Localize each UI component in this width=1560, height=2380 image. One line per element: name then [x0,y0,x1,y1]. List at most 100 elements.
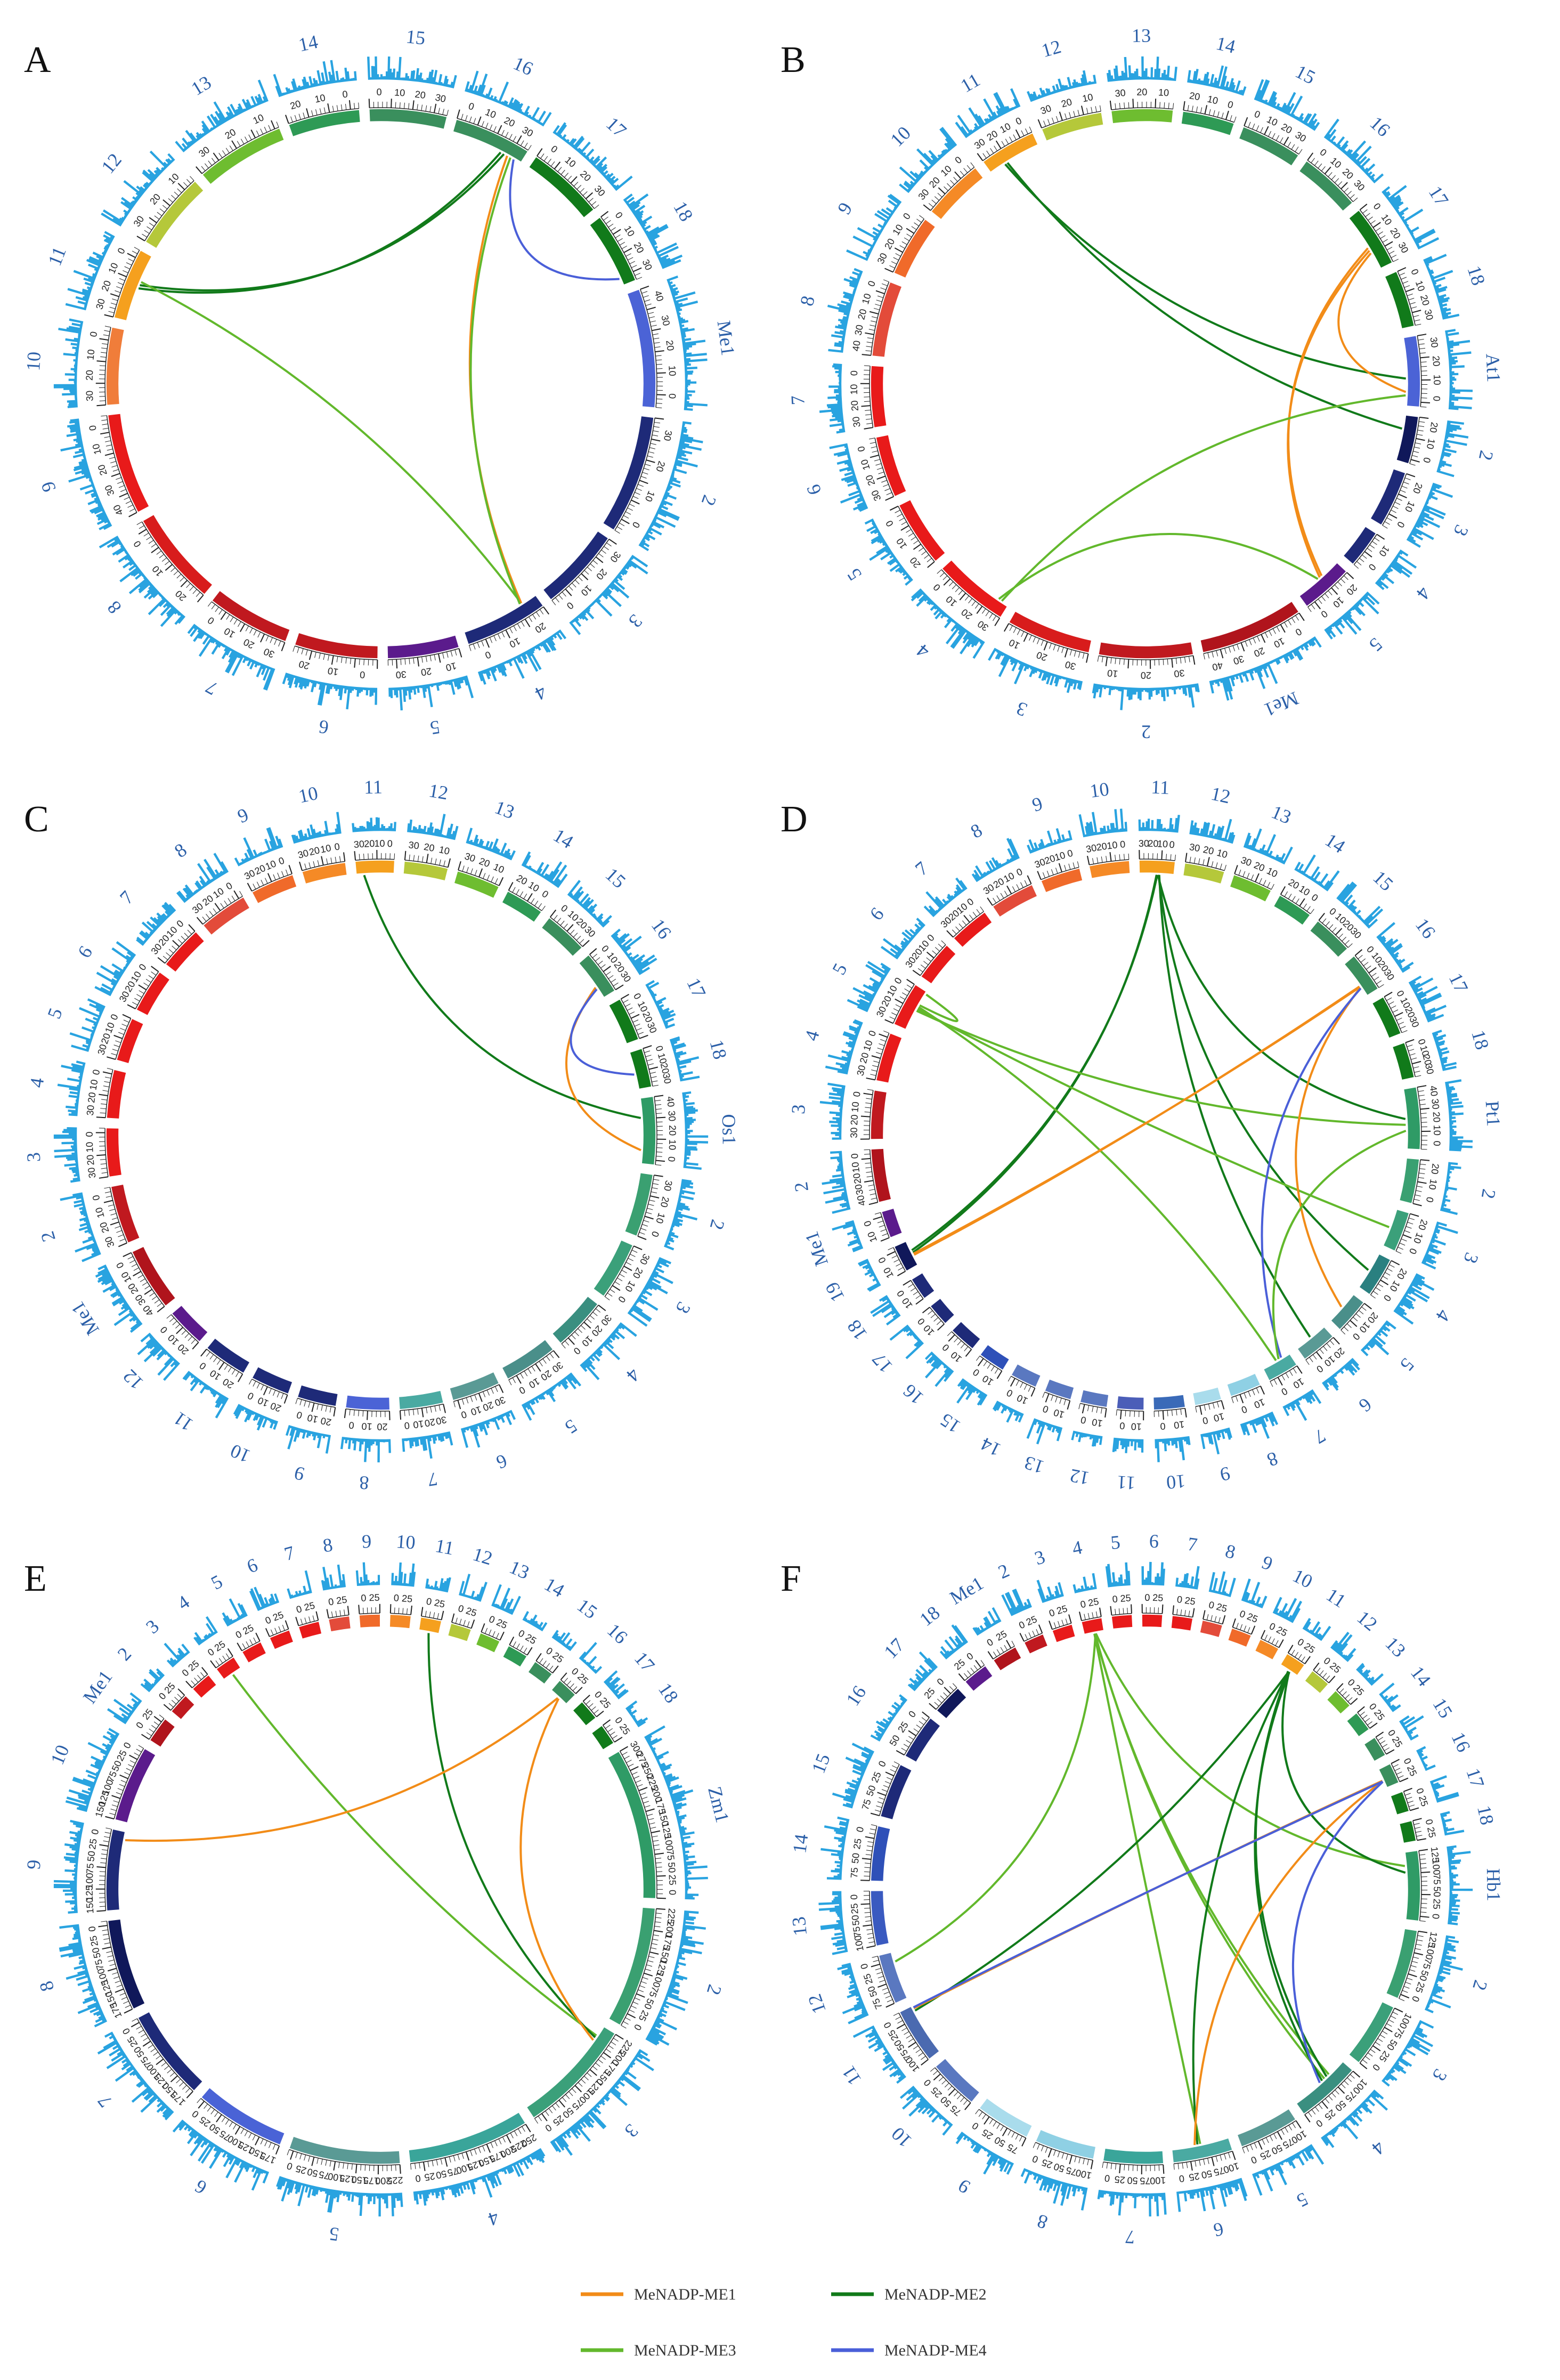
tick-mark [277,1391,280,1398]
tick-mark [883,1030,889,1034]
tick-mark [654,1930,663,1933]
tick-mark [1245,641,1248,647]
tick-label: 200 [375,2175,391,2186]
tick-mark [1239,1394,1244,1404]
tick-mark [654,1849,660,1851]
tick-mark [1087,2159,1089,2165]
tick-label: 20 [985,128,1000,143]
scale-axis [1261,1638,1279,1648]
tick-mark [188,924,196,932]
tick-mark [274,639,277,645]
tick-mark [603,216,608,221]
tick-mark [1090,2160,1094,2169]
tick-label: 125 [339,2173,356,2185]
tick-mark [1409,1053,1416,1056]
tick-mark [542,1661,547,1666]
tick-mark [642,472,648,475]
tick-mark [557,167,562,172]
tick-mark [240,139,245,144]
tick-mark [613,982,619,986]
tick-mark [527,893,533,902]
density-track [95,1264,143,1333]
tick-mark [1307,606,1312,612]
tick-mark [1407,1045,1413,1047]
density-track [94,941,136,997]
tick-mark [654,342,660,344]
tick-mark [952,584,957,589]
tick-mark [396,659,398,669]
tick-mark [340,104,343,111]
tick-mark [1413,1199,1420,1201]
tick-label: 30 [132,214,147,229]
tick-label: 10 [1007,637,1021,651]
tick-mark [974,603,979,609]
tick-mark [638,484,644,487]
scale-axis [1304,2070,1354,2115]
chromosome-label: 16 [510,52,536,79]
chromosome-label: 3 [1428,2066,1451,2085]
chromosome-label: 7 [1311,1425,1330,1448]
tick-mark [1230,115,1232,122]
tick-label: 25 [1390,1735,1404,1749]
tick-label: 20 [223,127,238,141]
tick-mark [111,473,120,477]
tick-label: 50 [666,1862,677,1873]
tick-mark [1270,1381,1273,1387]
chromosome-band [143,515,212,594]
tick-mark [652,328,661,331]
tick-mark [249,1639,253,1645]
tick-mark [1404,285,1410,288]
chromosome-band [980,2098,1032,2137]
tick-mark [149,217,157,223]
tick-mark [944,186,948,191]
tick-mark [1409,463,1416,466]
tick-mark [1394,1011,1403,1017]
tick-mark [1339,1688,1344,1693]
tick-mark [116,286,122,289]
tick-mark [290,2150,294,2160]
density-track [273,60,357,98]
tick-label: 25 [1184,1595,1196,1607]
tick-mark [1412,1818,1422,1822]
tick-mark [301,648,304,654]
tick-mark [567,1337,575,1345]
tick-mark [1189,856,1191,863]
tick-mark [412,100,415,110]
tick-mark [1413,451,1419,453]
tick-mark [1418,1849,1428,1851]
tick-mark [417,104,418,110]
tick-mark [115,1988,124,1993]
density-track [1027,828,1072,854]
chromosome-label: Me1 [79,1666,117,1707]
chromosome-label: 5 [1365,634,1386,656]
tick-label: 0 [137,962,149,973]
tick-mark [591,1706,596,1711]
tick-mark [143,982,149,986]
tick-mark [866,1098,872,1099]
chromosome-band [936,2059,979,2102]
tick-label: 10 [222,626,237,640]
tick-mark [1091,107,1093,113]
tick-mark [1101,1407,1102,1414]
tick-mark [182,2085,187,2090]
tick-mark [1350,2074,1355,2079]
tick-mark [1398,1246,1403,1250]
scale-axis [1052,1623,1071,1630]
tick-mark [326,858,328,864]
tick-label: 10 [1216,847,1229,861]
tick-mark [275,2146,280,2155]
tick-mark [1097,655,1099,662]
tick-mark [870,1812,880,1817]
tick-label: 20 [533,620,548,635]
tick-label: 10 [314,92,327,105]
tick-mark [183,182,188,187]
tick-label: 0 [334,841,340,852]
tick-mark [1228,646,1231,653]
tick-mark [903,1280,912,1286]
tick-mark [1357,1706,1365,1713]
